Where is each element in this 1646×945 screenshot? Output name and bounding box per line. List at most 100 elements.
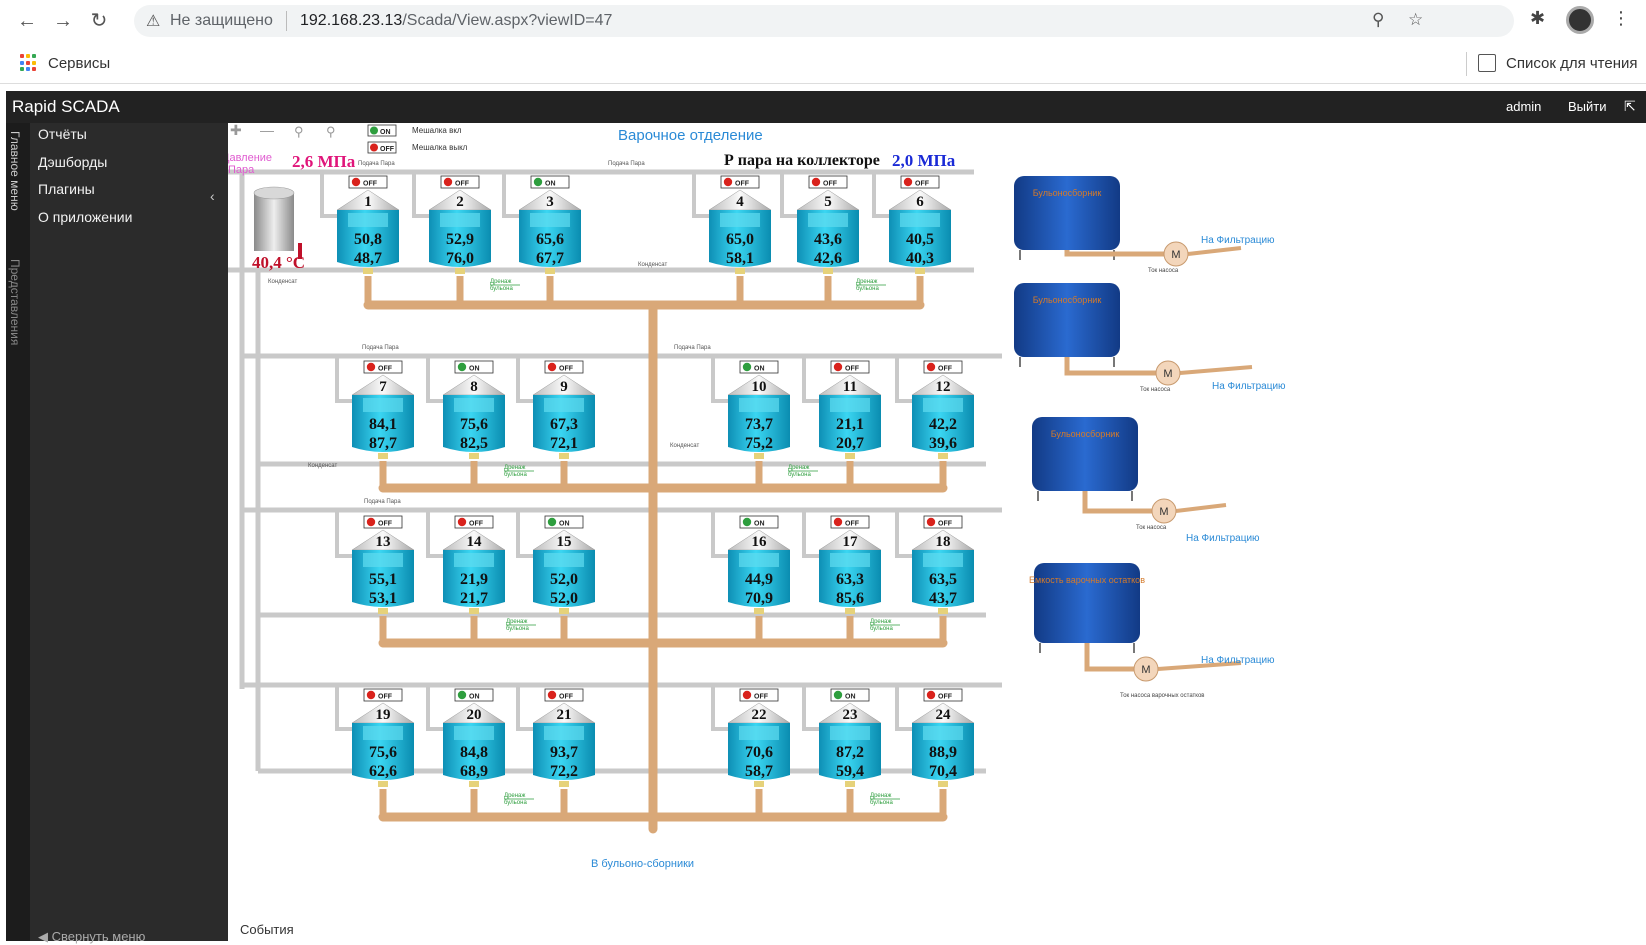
tank-value-top: 42,2 xyxy=(929,416,957,433)
tank-label-strip xyxy=(363,553,403,567)
extensions-puzzle-icon[interactable]: ✱ xyxy=(1530,8,1546,28)
sidebar-item-about[interactable]: О приложении xyxy=(38,209,133,225)
tank-number: 8 xyxy=(470,379,478,395)
tank-value-bottom: 59,4 xyxy=(836,763,864,780)
condensate-label: Конденсат xyxy=(670,443,700,449)
tank-value-bottom: 75,2 xyxy=(745,435,773,452)
tank-number: 7 xyxy=(379,379,387,395)
tank-steam-stub xyxy=(516,685,534,731)
reload-icon[interactable]: ↻ xyxy=(90,10,108,32)
tank-outlet-valve xyxy=(754,453,764,459)
mixer-status-text: OFF xyxy=(938,366,953,373)
bookmark-star-icon[interactable]: ☆ xyxy=(1408,10,1424,29)
browser-menu-dots-icon[interactable]: ⋮ xyxy=(1612,8,1630,28)
mixer-status-text: OFF xyxy=(845,366,860,373)
tank-value-bottom: 20,7 xyxy=(836,435,864,452)
tank-steam-stub xyxy=(895,357,913,403)
legend-on-badge-text: ON xyxy=(380,129,391,136)
mixer-status-dot xyxy=(926,517,936,527)
tank-number: 20 xyxy=(467,707,482,723)
current-user[interactable]: admin xyxy=(1506,99,1542,114)
tank-value-bottom: 72,1 xyxy=(550,435,578,452)
sidebar-item-reports[interactable]: Отчёты xyxy=(38,126,87,142)
drain-label: бульона xyxy=(504,800,527,806)
zoom-in-icon[interactable]: ⚲ xyxy=(294,124,304,139)
sidebar-item-plugins[interactable]: Плагины xyxy=(38,181,95,197)
reading-list-icon[interactable] xyxy=(1478,54,1496,72)
profile-avatar[interactable] xyxy=(1566,6,1594,34)
drain-label: Дренаж xyxy=(504,793,525,799)
mixer-status-dot xyxy=(547,690,557,700)
tank-label-strip xyxy=(923,553,963,567)
collapse-menu-button[interactable]: ◀ Свернуть меню xyxy=(38,929,145,945)
fullscreen-icon[interactable]: ⇱ xyxy=(1624,98,1636,114)
warning-triangle-icon: ⚠ xyxy=(146,13,161,30)
url-text[interactable]: 192.168.23.13/Scada/View.aspx?viewID=47 xyxy=(300,12,612,30)
drain-label: бульона xyxy=(870,626,893,632)
bottom-destination-label: В бульоно-сборники xyxy=(591,858,694,870)
tank-outlet-valve xyxy=(469,453,479,459)
bookmark-services[interactable]: Сервисы xyxy=(48,55,111,72)
mixer-status-text: OFF xyxy=(735,181,750,188)
events-panel-tab[interactable]: События xyxy=(240,922,294,937)
reading-list-link[interactable]: Список для чтения xyxy=(1506,55,1638,72)
tank-steam-stub xyxy=(335,357,353,403)
tank-value-top: 75,6 xyxy=(460,416,488,433)
tank-value-bottom: 67,7 xyxy=(536,250,564,267)
mixer-status-dot xyxy=(457,517,467,527)
tank-outlet-valve xyxy=(823,268,833,274)
mixer-status-dot xyxy=(833,517,843,527)
pump-motor-letter: М xyxy=(1171,249,1180,261)
drain-label: Дренаж xyxy=(856,279,877,285)
tank-steam-stub xyxy=(516,512,534,558)
tank-label-strip xyxy=(900,213,940,227)
apps-grid-icon[interactable] xyxy=(20,54,38,72)
tank-outlet-valve xyxy=(559,781,569,787)
tank-outlet-valve xyxy=(845,781,855,787)
mixer-status-text: OFF xyxy=(559,694,574,701)
pan-icon[interactable]: ✚ xyxy=(230,123,242,138)
sidebar-item-dashboards[interactable]: Дэшборды xyxy=(38,154,108,170)
tank-outlet-valve xyxy=(938,453,948,459)
collector-tank-body xyxy=(1014,176,1120,250)
mixer-status-dot xyxy=(833,690,843,700)
tab-views[interactable]: Представления xyxy=(8,259,22,346)
mixer-status-dot xyxy=(547,517,557,527)
tank-label-strip xyxy=(363,726,403,740)
tab-main-menu[interactable]: Главное меню xyxy=(8,131,22,211)
drain-label: Дренаж xyxy=(490,279,511,285)
back-arrow-icon[interactable]: ← xyxy=(17,10,37,32)
mixer-status-dot xyxy=(903,177,913,187)
pump-current-label: Ток насоса xyxy=(1136,525,1167,531)
zoom-reset-icon[interactable]: — xyxy=(260,123,274,138)
drain-label: бульона xyxy=(788,472,811,478)
collector-tank-body xyxy=(1014,283,1120,357)
tank-value-bottom: 87,7 xyxy=(369,435,397,452)
chevron-left-icon[interactable]: ‹ xyxy=(210,188,215,204)
url-omnibox[interactable]: ⚠ Не защищено 192.168.23.13/Scada/View.a… xyxy=(134,5,1514,37)
zoom-magnifier-icon[interactable]: ⚲ xyxy=(1372,10,1385,29)
tank-steam-stub xyxy=(780,172,798,218)
zoom-out-icon[interactable]: ⚲ xyxy=(326,124,336,139)
tank-outlet-valve xyxy=(845,453,855,459)
tank-outlet-valve xyxy=(735,268,745,274)
tank-value-bottom: 53,1 xyxy=(369,590,397,607)
app-title[interactable]: Rapid SCADA xyxy=(12,97,120,116)
tank-steam-stub xyxy=(426,512,444,558)
tank-value-top: 63,5 xyxy=(929,571,957,588)
logout-link[interactable]: Выйти xyxy=(1568,99,1607,114)
tank-value-top: 52,0 xyxy=(550,571,578,588)
pressure-label-line2: Пара xyxy=(228,164,255,176)
tank-value-bottom: 39,6 xyxy=(929,435,957,452)
forward-arrow-icon[interactable]: → xyxy=(53,10,73,32)
condensate-label: Конденсат xyxy=(268,279,298,285)
mixer-status-dot xyxy=(443,177,453,187)
steam-cylinder-top xyxy=(253,186,295,200)
